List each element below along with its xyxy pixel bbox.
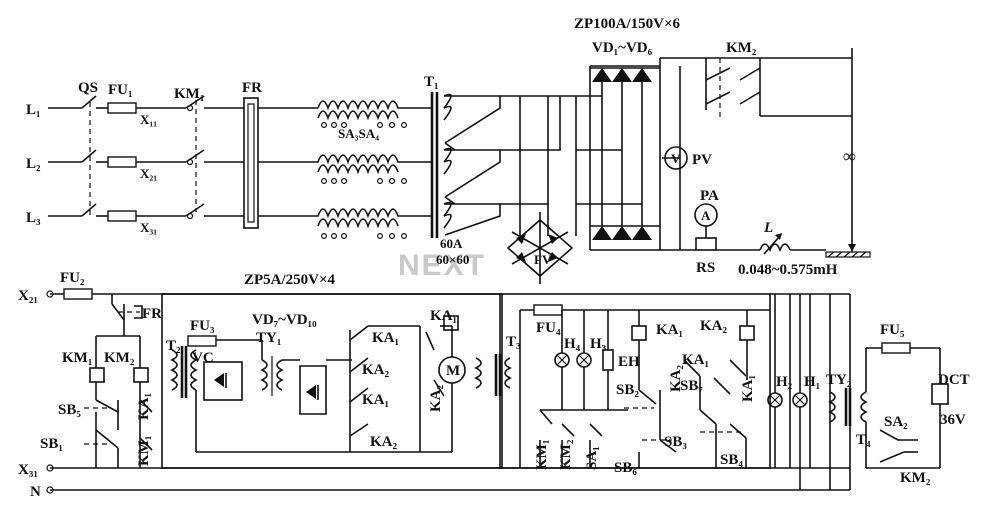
sb6-label: SB₆ xyxy=(614,460,637,476)
dct-label: DCT xyxy=(938,372,970,388)
sb1-label: SB₁ xyxy=(40,436,63,452)
inductance-range-label: 0.048~0.575mH xyxy=(738,262,838,278)
km1-b-label: KM₁ xyxy=(534,440,550,470)
tap-windings xyxy=(290,100,432,240)
ty1-label: TY₁ xyxy=(256,330,281,346)
vc-label: VC xyxy=(192,350,214,366)
fr-top-label: FR xyxy=(242,80,262,96)
ka1-d-label: KA₁ xyxy=(656,322,683,338)
sb5-label: SB₅ xyxy=(58,402,81,418)
ammeter-shunt-inductor: A xyxy=(660,203,826,255)
fu4-label: FU₄ xyxy=(536,320,561,336)
h2-label: H₂ xyxy=(776,374,793,390)
sb3-label: SB₃ xyxy=(664,434,687,450)
h3-label: H₃ xyxy=(590,336,607,352)
sb4-label: SB₄ xyxy=(720,452,743,468)
phase-l3-label: L₃ xyxy=(26,210,41,226)
fu2-label: FU₂ xyxy=(60,270,85,286)
inductor-label: L xyxy=(763,220,773,236)
fu5-label: FU₅ xyxy=(880,322,905,338)
h4-label: H₄ xyxy=(564,336,581,352)
pa-label: PA xyxy=(700,188,719,204)
fu3-label: FU₃ xyxy=(190,318,215,334)
sa2-label: SA₂ xyxy=(884,414,908,430)
right-control-circuit xyxy=(519,294,808,490)
fu1-label: FU₁ xyxy=(108,82,133,98)
rectifier-bridge xyxy=(576,57,720,251)
ka1-vertical-label: KA₁ xyxy=(136,393,152,420)
svg-text:∞: ∞ xyxy=(843,146,856,166)
km2-b-label: KM₂ xyxy=(558,439,574,470)
km1-top-label: KM₁ xyxy=(174,86,204,102)
t2-label: T₂ xyxy=(166,338,181,354)
pv-label: PV xyxy=(692,152,712,168)
x31-label: X₃₁ xyxy=(140,220,157,235)
vd7-label: VD₇~VD₁₀ xyxy=(252,312,317,328)
ka2-a-label: KA₂ xyxy=(362,362,390,378)
ctrl-n-label: N xyxy=(30,484,41,500)
fv-rating-1: 60A xyxy=(440,236,463,251)
fv-label: FV xyxy=(534,252,552,267)
voltmeter-symbol: V xyxy=(671,151,681,166)
x11-label: X₁₁ xyxy=(140,112,157,127)
zp5a-label: ZP5A/250V×4 xyxy=(244,272,336,288)
sa3sa4-label: SA₃SA₄ xyxy=(338,126,379,141)
watermark: NEXT xyxy=(398,249,486,282)
ka2-c-label: KA₂ xyxy=(370,434,398,450)
ka1-f-label: KA₁ xyxy=(740,375,756,402)
middle-control-circuit xyxy=(170,315,512,453)
motor-label: M xyxy=(446,363,460,379)
km2-top-label: KM₂ xyxy=(726,40,757,56)
dct-voltage-label: 36V xyxy=(940,412,966,428)
t4-label: T₄ xyxy=(856,432,871,448)
km2-coil-label: KM₂ xyxy=(104,350,135,366)
sb7-label: SB₇ xyxy=(680,378,703,394)
fv-protector xyxy=(506,212,574,284)
t1-label: T₁ xyxy=(424,74,439,90)
fr-control-label: FR xyxy=(142,306,162,322)
x21-label: X₂₁ xyxy=(140,166,157,181)
ty2-label: TY₂ xyxy=(826,372,852,388)
left-control-circuit xyxy=(84,294,153,468)
dct-circuit xyxy=(828,342,949,469)
h1-label: H₁ xyxy=(804,374,820,390)
km1-vertical-label: KM₁ xyxy=(136,436,152,466)
km2-c-label: KM₂ xyxy=(900,470,931,486)
ammeter-symbol: A xyxy=(701,208,711,223)
voltmeter-pv: V xyxy=(662,146,688,170)
rs-label: RS xyxy=(696,260,715,276)
qs-label: QS xyxy=(78,80,98,96)
ctrl-x21-label: X₂₁ xyxy=(18,288,38,304)
ka1-a-label: KA₁ xyxy=(372,330,399,346)
km2-output-contacts: ∞ xyxy=(705,48,871,258)
ka1-e-label: KA₁ xyxy=(682,352,709,368)
vd-range-label: VD₁~VD₆ xyxy=(592,40,653,56)
sa1-label: SA₁ xyxy=(584,446,600,470)
eh-label: EH xyxy=(618,354,640,370)
labels: ZP100A/150V×6 VD₁~VD₆ KM₂ PA PV RS L 0.0… xyxy=(18,16,970,500)
phase-l1-label: L₁ xyxy=(26,102,41,118)
ka1-b-label: KA₁ xyxy=(430,308,457,324)
phase-l2-label: L₂ xyxy=(26,156,41,172)
sb2-label: SB₂ xyxy=(616,382,639,398)
km1-coil-label: KM₁ xyxy=(62,350,92,366)
phase-lines xyxy=(48,95,300,229)
fv-rating-2: 60×60 xyxy=(436,252,469,267)
ka1-c-label: KA₁ xyxy=(362,392,389,408)
ka2-vertical-label: KA₂ xyxy=(428,385,444,413)
rectifier-rating-label: ZP100A/150V×6 xyxy=(574,16,681,32)
ka2-e-label: KA₂ xyxy=(668,365,684,393)
transformer-t1 xyxy=(430,92,577,238)
ka2-d-label: KA₂ xyxy=(700,318,728,334)
ctrl-x31-label: X₃₁ xyxy=(18,462,38,478)
t3-label: T₃ xyxy=(506,334,521,350)
